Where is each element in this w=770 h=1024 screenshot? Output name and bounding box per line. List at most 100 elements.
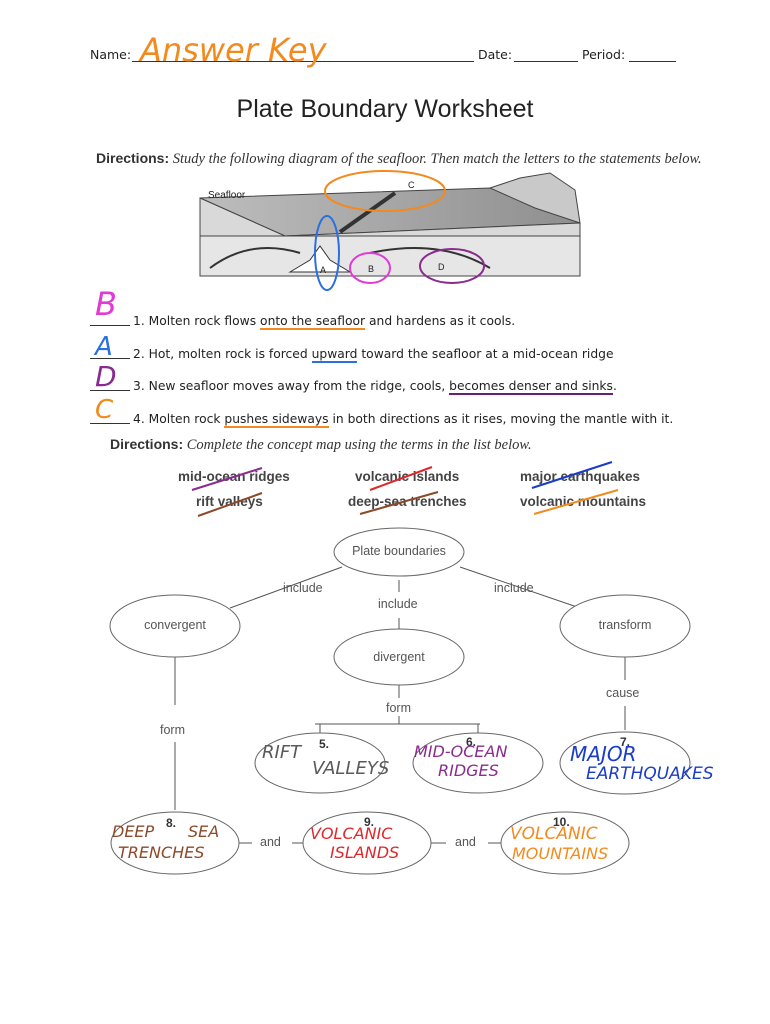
answer-7-line1: MAJOR — [570, 742, 637, 766]
convection-arrow-right — [369, 247, 491, 269]
answer-blank-2[interactable] — [90, 346, 130, 359]
answer-blank-1[interactable] — [90, 313, 130, 326]
link-form-left: form — [160, 723, 185, 737]
term-major-earthquakes: major earthquakes — [520, 469, 641, 484]
strike-deep-sea — [359, 491, 439, 515]
annotation-d-circle — [419, 248, 485, 284]
answer-8-line1: DEEP — [112, 822, 155, 841]
directions-2-label: Directions: — [110, 436, 184, 452]
strike-rift — [197, 492, 263, 517]
statement-3-pre: New seafloor moves away from the ridge, … — [148, 379, 450, 393]
statement-4-underline: pushes sideways — [224, 412, 329, 428]
divergent-label: divergent — [373, 650, 425, 664]
answer-3: D — [95, 360, 117, 393]
statement-1: 1. Molten rock flows onto the seafloor a… — [90, 313, 516, 330]
node-blank-8[interactable] — [110, 811, 240, 875]
name-answer: Answer Key — [140, 31, 327, 69]
statement-1-underline: onto the seafloor — [260, 314, 366, 330]
node-blank-6[interactable] — [412, 732, 544, 794]
node-divergent — [333, 628, 465, 686]
statement-3: 3. New seafloor moves away from the ridg… — [90, 378, 617, 395]
name-line — [132, 61, 474, 62]
node-transform — [559, 594, 691, 658]
strike-earthquakes — [531, 461, 613, 489]
period-line — [629, 61, 676, 62]
link-include-center: include — [378, 597, 418, 611]
blank-5-num: 5. — [319, 737, 330, 751]
answer-4: C — [95, 395, 114, 425]
ridge-line — [338, 191, 397, 234]
node-plate-boundaries — [333, 527, 465, 577]
blank-10-num: 10. — [553, 815, 570, 829]
node-blank-5[interactable] — [254, 732, 386, 794]
blank-7-num: 7. — [620, 735, 631, 749]
statement-2-num: 2. — [133, 347, 145, 361]
letter-a: A — [320, 265, 326, 275]
convection-arrow-left — [209, 247, 301, 269]
date-line — [514, 61, 578, 62]
answer-5-line2: VALLEYS — [312, 758, 390, 779]
answer-8-line1b: SEA — [188, 822, 220, 841]
node-blank-7[interactable] — [559, 731, 691, 795]
node-blank-10[interactable] — [500, 811, 630, 875]
strike-volcanic-mountains — [533, 489, 619, 515]
annotation-c-circle — [324, 170, 446, 212]
statement-3-post: . — [612, 379, 617, 393]
directions-2-text: Complete the concept map using the terms… — [186, 437, 532, 453]
seafloor-label: Seafloor — [208, 190, 246, 201]
answer-10-line2: MOUNTAINS — [512, 844, 609, 863]
statement-3-num: 3. — [133, 379, 145, 393]
term-volcanic-mountains: volcanic mountains — [520, 494, 647, 509]
page-title: Plate Boundary Worksheet — [236, 95, 534, 123]
statement-2-underline: upward — [311, 347, 358, 363]
answer-7-line2: EARTHQUAKES — [586, 764, 714, 784]
letter-d: D — [438, 262, 445, 272]
period-label: Period: — [582, 47, 626, 62]
link-form-center: form — [386, 701, 411, 715]
answer-9-line1: VOLCANIC — [310, 824, 393, 843]
magma-shape — [288, 245, 352, 273]
directions-2: Directions: Complete the concept map usi… — [110, 436, 532, 454]
directions-1: Directions: Study the following diagram … — [96, 150, 702, 168]
statement-1-pre: Molten rock flows — [148, 314, 261, 328]
answer-2: A — [95, 332, 113, 362]
answer-blank-3[interactable] — [90, 378, 130, 391]
root-label: Plate boundaries — [352, 544, 446, 558]
statement-2-pre: Hot, molten rock is forced — [148, 347, 312, 361]
directions-1-label: Directions: — [96, 150, 170, 166]
annotation-b-circle — [349, 252, 391, 284]
annotation-a-circle — [314, 215, 340, 291]
answer-blank-4[interactable] — [90, 411, 130, 424]
strike-mid-ocean — [191, 467, 263, 491]
answer-6-line2: RIDGES — [438, 761, 499, 780]
node-blank-9[interactable] — [302, 811, 432, 875]
statement-2-post: toward the seafloor at a mid-ocean ridge — [357, 347, 614, 361]
link-and-2: and — [455, 835, 476, 849]
directions-1-text: Study the following diagram of the seafl… — [172, 151, 702, 167]
letter-c: C — [408, 180, 415, 190]
statement-1-num: 1. — [133, 314, 145, 328]
blank-9-num: 9. — [364, 815, 375, 829]
date-label: Date: — [478, 47, 513, 62]
link-cause: cause — [606, 686, 640, 700]
seafloor-diagram: Seafloor A B C D — [199, 170, 581, 291]
statement-4-num: 4. — [133, 412, 145, 426]
statement-1-post: and hardens as it cools. — [365, 314, 516, 328]
link-and-1: and — [260, 835, 281, 849]
strike-volcanic-islands — [369, 466, 433, 491]
answer-6-line1: MID-OCEAN — [414, 742, 508, 761]
continent-shape — [488, 172, 581, 224]
answer-10-line1: VOLCANIC — [510, 824, 598, 844]
statement-3-underline: becomes denser and sinks — [449, 379, 613, 395]
blank-8-num: 8. — [166, 816, 177, 830]
statement-2: 2. Hot, molten rock is forced upward tow… — [90, 346, 614, 363]
answer-5-line1: RIFT — [262, 742, 302, 763]
concept-map-lines — [174, 566, 626, 844]
node-convergent — [109, 594, 241, 658]
transform-label: transform — [598, 618, 652, 632]
statement-4-pre: Molten rock — [148, 412, 225, 426]
link-include-right: include — [494, 581, 534, 595]
letter-b: B — [368, 264, 374, 274]
